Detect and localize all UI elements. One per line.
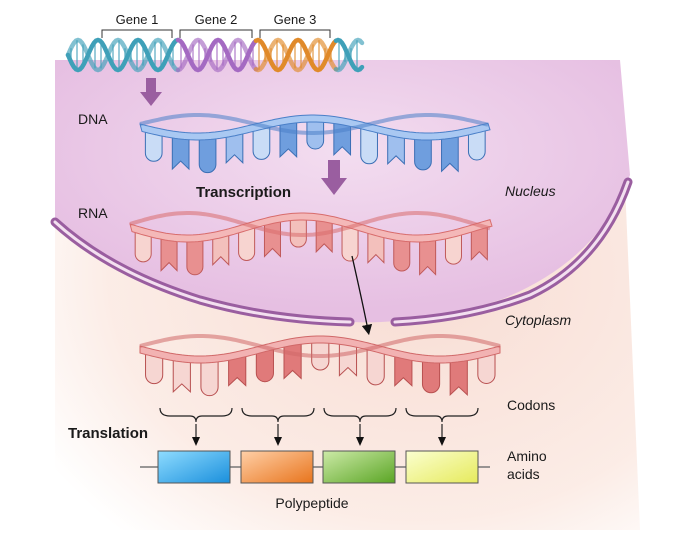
base-tooth (341, 224, 359, 262)
base-tooth (467, 129, 486, 161)
helix-backbone-front (175, 37, 259, 73)
gene-2-label: Gene 2 (195, 12, 238, 27)
rna-label: RNA (78, 205, 108, 221)
polypeptide-label: Polypeptide (275, 495, 348, 511)
strand-ribbon-twist (139, 334, 501, 358)
base-tooth (393, 237, 411, 272)
base-tooth (186, 238, 204, 276)
amino-acids-label-line2: acids (507, 466, 540, 482)
base-tooth (414, 136, 432, 171)
strand-ribbon-twist (129, 211, 491, 237)
gene-1-label: Gene 1 (116, 12, 159, 27)
codons-label: Codons (507, 397, 555, 413)
strand-ribbon-twist (139, 113, 489, 135)
dna-label: DNA (78, 111, 108, 127)
amino-acid-4 (405, 450, 479, 484)
codon-arrow-head (356, 437, 364, 446)
rna-export-arrow (351, 255, 373, 336)
codon-arrow-head (192, 437, 200, 446)
base-tooth (252, 125, 271, 160)
gene-3-label: Gene 3 (274, 12, 317, 27)
codon-braces (159, 407, 479, 446)
codon-brace (159, 407, 233, 423)
cytoplasm-label: Cytoplasm (505, 312, 571, 328)
dna-strand (139, 113, 491, 174)
amino-acids-label-line1: Amino (507, 448, 547, 464)
codon-brace (323, 407, 397, 423)
nuclear-membrane-inner (53, 180, 630, 324)
strand-ribbon (129, 212, 493, 243)
nucleus-label: Nucleus (505, 183, 556, 199)
codon-arrow-head (274, 437, 282, 446)
base-tooth (255, 348, 274, 383)
translation-label: Translation (68, 425, 148, 442)
amino-acid-1 (157, 450, 231, 484)
helix-backbone-front (253, 37, 339, 73)
base-tooth (477, 352, 496, 384)
codon-brace (241, 407, 315, 423)
base-tooth (421, 359, 441, 394)
base-tooth (200, 359, 219, 397)
gene-brackets (101, 29, 331, 38)
codon-brace (405, 407, 479, 423)
rna-strand (129, 211, 493, 276)
base-tooth (444, 233, 462, 265)
base-tooth (144, 130, 163, 162)
double-helix (65, 37, 365, 73)
amino-acid-2 (240, 450, 314, 484)
base-tooth (360, 127, 378, 165)
transcription-label: Transcription (196, 184, 291, 201)
helix-backbone-back (175, 37, 259, 73)
base-tooth (366, 348, 385, 386)
down-arrow-transcription (321, 160, 347, 195)
base-tooth (145, 353, 164, 385)
helix-backbone-front (333, 37, 365, 73)
codon-arrow-head (438, 437, 446, 446)
helix-backbone-back (65, 37, 181, 73)
base-tooth (134, 231, 152, 263)
base-tooth (289, 216, 307, 248)
helix-backbone-front (65, 37, 181, 73)
down-arrow-helix-to-dna (140, 78, 162, 106)
amino-acid-3 (322, 450, 396, 484)
base-tooth (238, 227, 256, 261)
helix-backbone-back (253, 37, 339, 73)
base-tooth (198, 136, 217, 174)
mrna-strand (139, 334, 501, 397)
